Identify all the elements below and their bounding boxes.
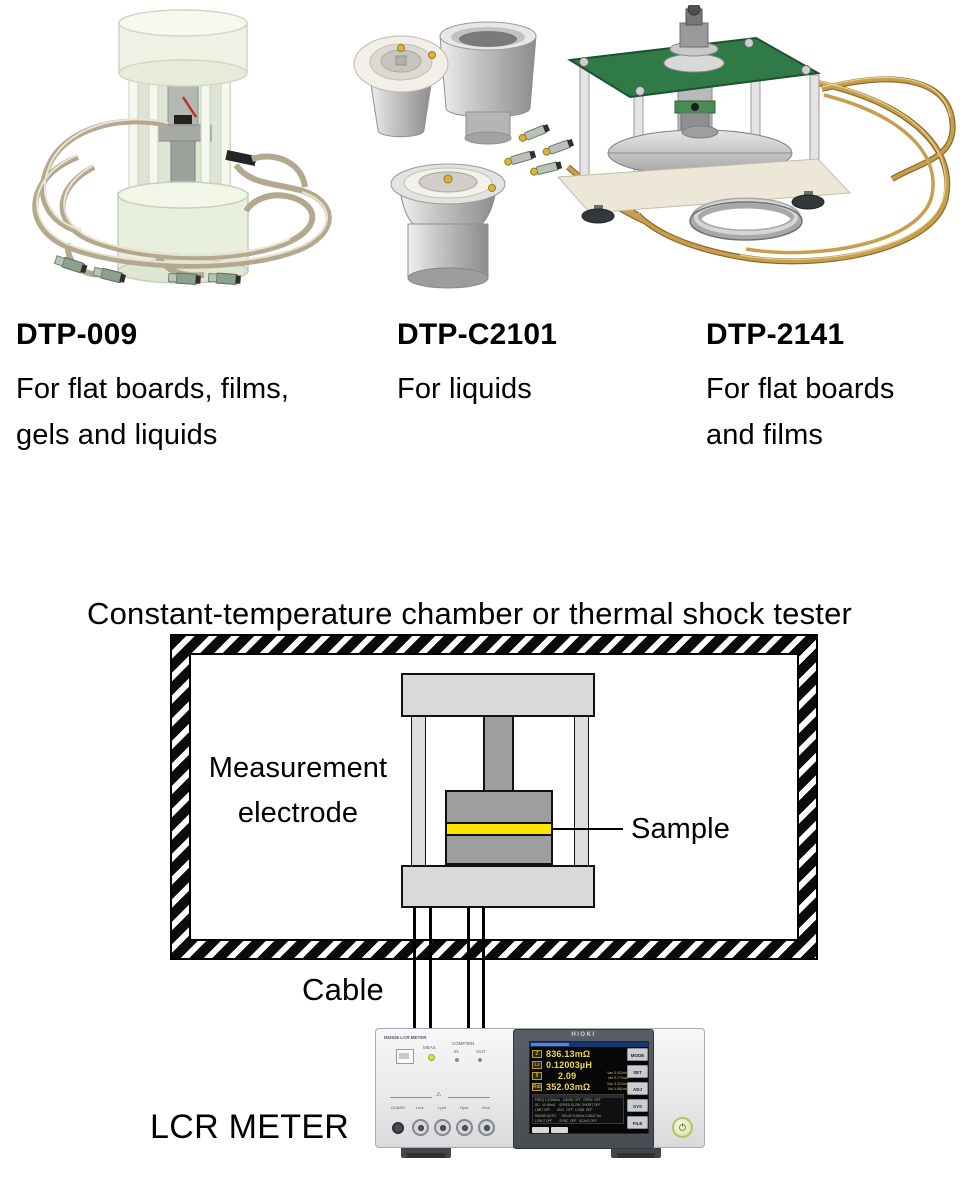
guard-terminal	[392, 1122, 404, 1134]
comp-out-indicator	[478, 1058, 482, 1062]
menu-button-sys: SYS	[627, 1099, 648, 1112]
param-chip-ls: Ls	[532, 1061, 542, 1069]
lcur-terminal	[412, 1119, 429, 1136]
liquid-cup	[439, 21, 537, 145]
comp-in-label: IN	[454, 1049, 459, 1054]
settings-row-2: DC 10.00mA SPEED SLOW SHORT OFF	[535, 1103, 601, 1108]
cable-label: Cable	[302, 972, 384, 1007]
measurement-electrode-label: Measurement electrode	[208, 752, 388, 829]
aux-vac: Vac 3.423mV	[607, 1071, 628, 1075]
usb-port	[396, 1049, 414, 1064]
cable-1	[413, 908, 416, 1030]
display-bezel: HIOKI Z 836.13mΩ Ls 0.12003µH θ 2.09 Vac	[513, 1029, 654, 1149]
product-model-dtp-c2101: DTP-C2101	[397, 318, 558, 351]
menu-button-set: SET	[627, 1065, 648, 1078]
hpot-terminal	[456, 1119, 473, 1136]
electrode-holder	[353, 35, 449, 138]
terminal-label-hcur: Hcur	[481, 1105, 491, 1110]
param-chip-rdc: Rdc	[532, 1083, 542, 1091]
product-desc-dtp-009: For flat boards, films, gels and liquids	[16, 373, 290, 451]
sample-leader-line	[553, 828, 623, 830]
power-icon	[679, 1123, 686, 1131]
lcr-meter: IM3536 LCR METER MEAS COMP/BIN IN OUT ⚠ …	[375, 1028, 705, 1164]
settings-row-4: RANGE AUTO DELAY 0.0000s CABLE 0m	[535, 1113, 602, 1118]
param-chip-theta: θ	[532, 1072, 542, 1080]
product-desc-dtp-c2101: For liquids	[397, 373, 532, 405]
fixture-left-column	[411, 715, 426, 867]
dtp-009-photo	[8, 5, 340, 297]
sample-label: Sample	[631, 813, 730, 845]
lcd-row-ls: Ls 0.12003µH	[532, 1060, 626, 1070]
lcr-meter-label: LCR METER	[150, 1108, 350, 1146]
dtp-c2101-photo	[352, 12, 547, 294]
lcd-row-rdc: Rdc 352.03mΩ Vdc 3.313mV Idc 9.981mA	[532, 1082, 628, 1092]
cable-4	[482, 908, 485, 1030]
test-fixture-cell	[117, 9, 257, 284]
product-model-dtp-009: DTP-009	[16, 318, 138, 351]
cable-3	[467, 908, 470, 1030]
value-z: 836.13mΩ	[546, 1049, 591, 1059]
terminal-label-lcur: Lcur	[416, 1105, 424, 1110]
value-ls: 0.12003µH	[546, 1060, 593, 1070]
dtp-009-cables	[32, 118, 332, 279]
fixture-bottom-plate	[401, 865, 595, 908]
aux-iac: Iac 9.770mA	[608, 1076, 628, 1080]
lcd-softkey-1	[532, 1127, 549, 1133]
spare-ring	[689, 197, 803, 241]
comp-out-label: OUT	[476, 1049, 486, 1054]
electrode-frame	[556, 2, 852, 241]
hcur-terminal	[478, 1119, 495, 1136]
aux-vdc: Vdc 3.313mV	[606, 1082, 628, 1086]
settings-row-1: FREQ 1.0000kHz JUDGE OFF OPEN OFF	[535, 1098, 601, 1102]
lcd-titlebar	[530, 1042, 648, 1047]
product-model-dtp-2141: DTP-2141	[706, 318, 845, 351]
dtp-c2101-illustration	[353, 21, 537, 289]
terminal-label-hpot: Hpot	[459, 1105, 469, 1110]
meas-label: MEAS	[423, 1045, 436, 1050]
dtp-2141-connectors	[504, 124, 575, 176]
meas-led	[428, 1054, 435, 1061]
lower-electrode-block	[445, 834, 553, 865]
comp-bin-label: COMP/BIN	[452, 1041, 475, 1046]
aux-idc: Idc 9.981mA	[608, 1087, 628, 1091]
fixture-right-column	[574, 715, 589, 867]
caution-line-left	[390, 1097, 432, 1098]
cable-2	[429, 908, 432, 1030]
menu-button-adj: ADJ	[627, 1082, 648, 1095]
lcd-row-theta: θ 2.09 Vac 3.423mV Iac 9.770mA	[532, 1071, 628, 1081]
product-desc-dtp-2141: For flat boards and films	[706, 373, 895, 451]
dtp-009-illustration	[32, 9, 332, 285]
settings-row-3: LIMIT OFF AVG OFF LOAD OFF	[535, 1108, 593, 1113]
meter-model-label: IM3536 LCR METER	[384, 1035, 427, 1040]
upper-electrode-block	[445, 790, 553, 824]
comp-in-indicator	[455, 1058, 459, 1062]
lcd-settings-table: FREQ 1.0000kHz JUDGE OFF OPEN OFF DC 10.…	[532, 1094, 624, 1124]
settings-row-5: LOW Z OFF SYNC OFF SCALE OFF	[535, 1118, 597, 1123]
lcd-row-z: Z 836.13mΩ	[532, 1049, 626, 1059]
fixture-piston	[483, 715, 514, 792]
menu-button-mode: MODE	[627, 1048, 648, 1061]
terminal-label-lpot: Lpot	[438, 1105, 446, 1110]
caution-icon: ⚠	[436, 1092, 442, 1098]
dtp-2141-illustration	[504, 2, 956, 265]
lpot-terminal	[434, 1119, 451, 1136]
lcd-softkey-2	[551, 1127, 568, 1133]
dtp-2141-photo	[488, 2, 974, 300]
caution-line-right	[448, 1097, 490, 1098]
lcd-screen: Z 836.13mΩ Ls 0.12003µH θ 2.09 Vac 3.423…	[529, 1041, 649, 1134]
power-button	[672, 1117, 693, 1138]
menu-button-file: FILE	[627, 1116, 648, 1129]
meter-body: IM3536 LCR METER MEAS COMP/BIN IN OUT ⚠ …	[375, 1028, 705, 1149]
bnc-connectors	[53, 255, 241, 285]
terminal-label-guard: GUARD	[390, 1105, 406, 1110]
hioki-logo: HIOKI	[571, 1032, 596, 1038]
value-rdc: 352.03mΩ	[546, 1082, 591, 1092]
diagram-title: Constant-temperature chamber or thermal …	[87, 596, 853, 631]
liquid-vessel	[390, 163, 506, 289]
value-theta: 2.09	[558, 1071, 577, 1081]
param-chip-z: Z	[532, 1050, 542, 1058]
fixture-top-plate	[401, 673, 595, 717]
